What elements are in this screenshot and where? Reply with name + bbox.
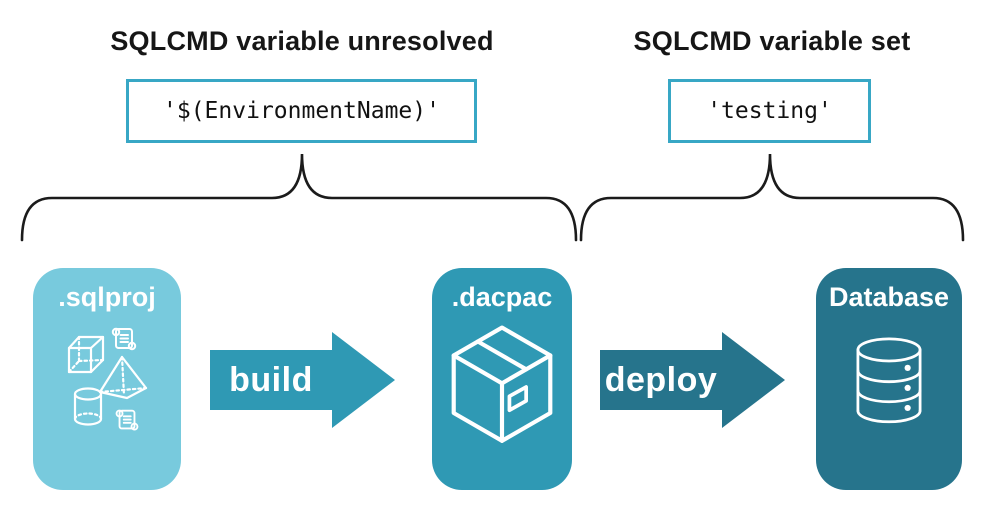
set-code-box: 'testing' [668, 79, 871, 143]
pyramid-icon [98, 355, 148, 400]
stage-database: Database [816, 268, 962, 490]
dacpac-label: .dacpac [451, 282, 553, 312]
script-scroll-icon [111, 327, 137, 351]
sqlproj-label: .sqlproj [58, 282, 156, 312]
set-title: SQLCMD variable set [633, 26, 911, 56]
left-brace [20, 153, 578, 242]
right-arrow-icon [600, 332, 785, 428]
unresolved-title: SQLCMD variable unresolved [110, 26, 494, 56]
database-cylinder-icon [856, 337, 922, 424]
stage-sqlproj: .sqlproj [33, 268, 181, 490]
script-scroll-icon [115, 409, 139, 431]
build-arrow: build [210, 332, 395, 428]
unresolved-code-box: '$(EnvironmentName)' [126, 79, 477, 143]
stage-dacpac: .dacpac [432, 268, 572, 490]
right-arrow-icon [210, 332, 395, 428]
deploy-arrow: deploy [600, 332, 785, 428]
deploy-arrow-label: deploy [604, 360, 718, 399]
build-arrow-label: build [229, 360, 313, 399]
unresolved-code-text: '$(EnvironmentName)' [163, 98, 440, 124]
cube-icon [67, 335, 105, 374]
right-brace [579, 153, 965, 242]
package-box-icon [451, 325, 553, 443]
set-code-text: 'testing' [707, 98, 832, 124]
cylinder-icon [73, 387, 103, 426]
database-label: Database [828, 282, 950, 312]
